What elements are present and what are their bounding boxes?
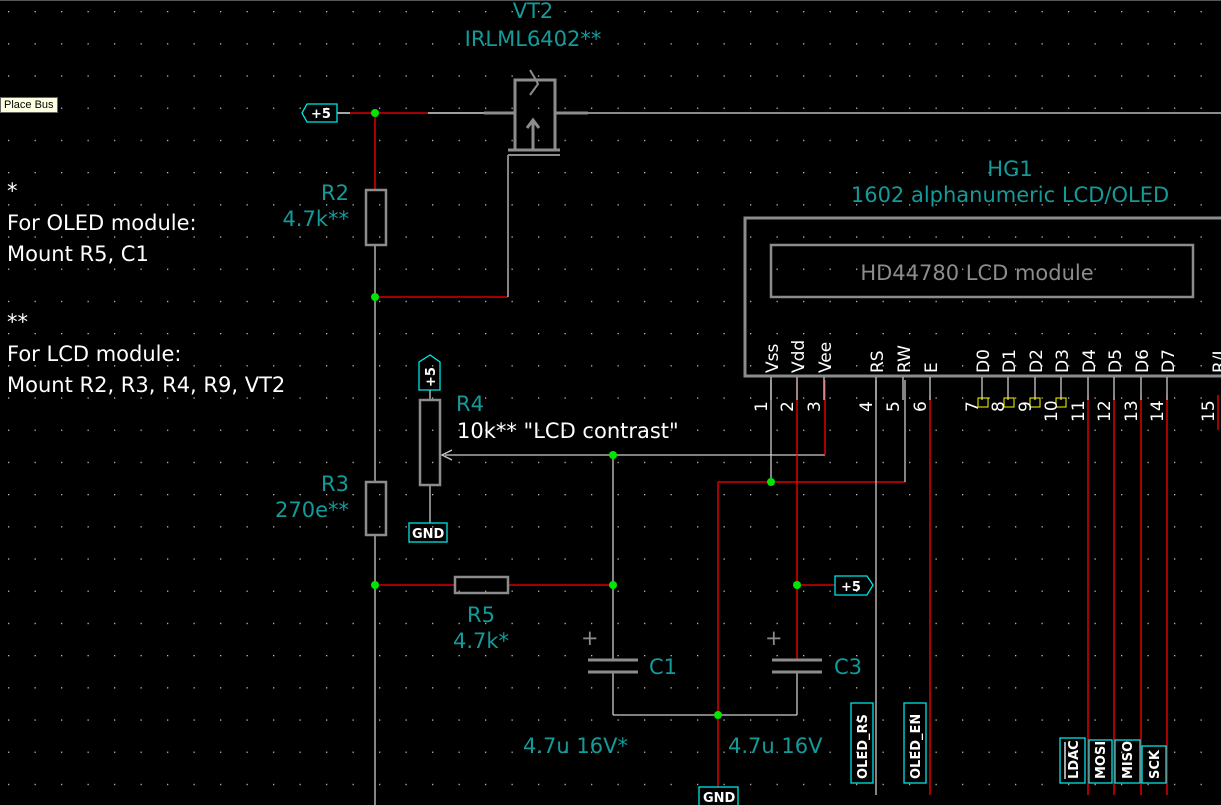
- pin-name: R/L: [1210, 345, 1221, 373]
- pin-name: RS: [868, 350, 888, 373]
- r4-ref: R4: [456, 392, 484, 416]
- net-label-mosi[interactable]: MOSI: [1088, 739, 1113, 784]
- net-label-oled-rs[interactable]: OLED_RS: [850, 702, 874, 784]
- hg1-module-label: HD44780 LCD module: [860, 261, 1093, 285]
- pin-name: Vss: [763, 344, 783, 373]
- c3-capacitor[interactable]: [772, 658, 822, 674]
- pin-name: D5: [1106, 349, 1126, 373]
- vt2-ref: VT2: [513, 0, 554, 23]
- pin-name: D7: [1159, 349, 1179, 373]
- pin-number: 9: [1016, 401, 1036, 412]
- pin-name: D2: [1027, 349, 1047, 373]
- r2-value: 4.7k**: [282, 207, 349, 231]
- gnd-label-bottom[interactable]: GND: [698, 786, 739, 805]
- c1-capacitor[interactable]: [588, 658, 638, 674]
- note-lcd-mount: Mount R2, R3, R4, R9, VT2: [7, 373, 285, 397]
- c1-ref: C1: [649, 655, 677, 679]
- no-connect-markers: [977, 397, 1067, 408]
- pin-name: D4: [1080, 349, 1100, 373]
- pin-name: D6: [1133, 349, 1153, 373]
- r5-resistor[interactable]: [453, 575, 510, 595]
- junctions: [371, 109, 801, 719]
- power-label-+5-r4[interactable]: +5: [418, 354, 441, 391]
- pin-name: D3: [1053, 349, 1073, 373]
- note-oled-mount: Mount R5, C1: [7, 242, 149, 266]
- hg1-ref: HG1: [987, 157, 1032, 181]
- pin-name: D1: [1000, 349, 1020, 373]
- pin-number: 4: [857, 401, 877, 412]
- gnd-label-text: GND: [412, 527, 445, 542]
- net-label-text: SCK: [1148, 749, 1163, 779]
- tooltip: Place Bus: [0, 97, 58, 113]
- vt2-value: IRLML6402**: [465, 27, 602, 51]
- power-label-text: +5: [311, 107, 331, 122]
- r2-ref: R2: [321, 181, 349, 205]
- gnd-label-r4[interactable]: GND: [408, 522, 448, 543]
- pin-name: RW: [895, 345, 915, 373]
- c1-value: 4.7u 16V*: [523, 734, 628, 758]
- c3-ref: C3: [834, 655, 862, 679]
- net-label-miso[interactable]: MISO: [1114, 739, 1141, 784]
- r5-ref: R5: [467, 603, 495, 627]
- wires: [337, 112, 1221, 805]
- note-dstar: **: [7, 310, 28, 334]
- hg1-lcd[interactable]: [743, 216, 1221, 378]
- vt2-mosfet[interactable]: [484, 69, 588, 156]
- pin-name: D0: [974, 349, 994, 373]
- pin-number: 11: [1069, 400, 1089, 422]
- power-label-+5-c3[interactable]: +5: [834, 575, 874, 596]
- power-label-text: +5: [841, 580, 861, 595]
- pin-name: Vdd: [789, 340, 809, 373]
- net-label-ldac[interactable]: LDAC: [1059, 737, 1086, 784]
- pin-name: Vee: [816, 342, 836, 373]
- r4-value: 10k** "LCD contrast": [457, 419, 679, 443]
- pin-number: 7: [963, 401, 983, 412]
- r3-value: 270e**: [275, 498, 349, 522]
- r5-value: 4.7k*: [453, 629, 509, 653]
- net-label-oled-en[interactable]: OLED_EN: [903, 702, 927, 784]
- hg1-value: 1602 alphanumeric LCD/OLED: [851, 183, 1169, 207]
- net-label-text: MISO: [1121, 741, 1136, 779]
- pin-number: 13: [1122, 400, 1142, 422]
- pin-number: 3: [805, 401, 825, 412]
- pin-number: 8: [989, 401, 1009, 412]
- pin-name: E: [922, 362, 942, 373]
- pin-number: 10: [1042, 400, 1062, 422]
- r2-resistor[interactable]: [364, 188, 388, 247]
- r4-potentiometer[interactable]: [418, 398, 453, 487]
- r3-resistor[interactable]: [364, 480, 388, 537]
- design-notes: * For OLED module: Mount R5, C1 ** For L…: [7, 179, 285, 397]
- c3-plus: +: [765, 626, 783, 650]
- net-label-text: OLED_EN: [909, 714, 924, 779]
- pin-number: 1: [752, 401, 772, 412]
- pin-number: 12: [1095, 400, 1115, 422]
- r3-ref: R3: [321, 472, 349, 496]
- power-label-text: +5: [424, 367, 439, 387]
- pin-number: 5: [884, 401, 904, 412]
- pin-number: 14: [1148, 400, 1168, 422]
- net-label-text: OLED_RS: [856, 714, 871, 779]
- c3-value: 4.7u 16V: [728, 734, 823, 758]
- note-oled-title: For OLED module:: [7, 211, 197, 235]
- lcd-pin-labels: Vss Vdd Vee RS RW E D0 D1 D2 D3 D4 D5 D6…: [752, 340, 1221, 422]
- power-label-+5-top[interactable]: +5: [301, 103, 338, 123]
- lcd-pin-lines: [770, 377, 1168, 400]
- gnd-label-text: GND: [703, 791, 736, 805]
- note-star: *: [7, 179, 18, 203]
- pin-number: 15: [1199, 400, 1219, 422]
- pin-number: 6: [911, 401, 931, 412]
- c1-plus: +: [581, 626, 599, 650]
- net-label-text: LDAC: [1067, 740, 1082, 779]
- net-label-sck[interactable]: SCK: [1141, 745, 1167, 784]
- note-lcd-title: For LCD module:: [7, 342, 181, 366]
- net-label-text: MOSI: [1094, 741, 1109, 779]
- pin-number: 2: [778, 401, 798, 412]
